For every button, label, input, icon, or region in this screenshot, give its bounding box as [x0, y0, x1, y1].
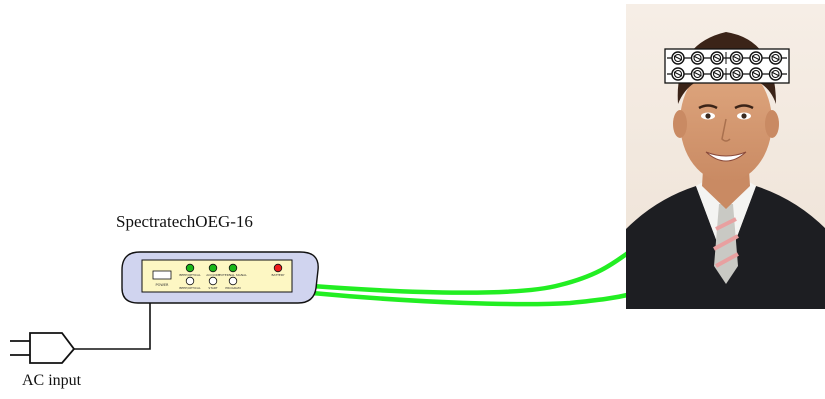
optode-probe [749, 51, 763, 65]
indicator-led [208, 263, 218, 273]
optode-probe [729, 51, 744, 65]
optode-probe [690, 51, 705, 65]
indicator-led [228, 263, 238, 273]
indicator-label: BATTERY [271, 273, 284, 277]
optode-probe [690, 67, 705, 81]
front-panel [141, 259, 293, 293]
optode-probe [671, 67, 685, 81]
panel-button [228, 276, 238, 286]
optode-probe [768, 67, 783, 81]
power-switch [152, 270, 172, 280]
probe-headband [664, 48, 790, 84]
power-switch-label: POWER [156, 283, 170, 287]
optode-probe [768, 51, 783, 65]
optical-cable-lower [311, 290, 633, 307]
panel-button-label: PROGRAM [225, 286, 241, 290]
power-cord [72, 302, 151, 350]
plug-icon [10, 332, 76, 364]
optical-cable-upper [311, 248, 634, 295]
optode-probe [710, 67, 724, 81]
device-title: SpectratechOEG-16 [116, 212, 253, 231]
panel-button-label: BEEP/OPTICAL [179, 286, 201, 290]
panel-button [185, 276, 195, 286]
optode-probe [749, 67, 763, 81]
panel-button [208, 276, 218, 286]
indicator-label: EXTERNAL SIGNAL [219, 273, 247, 277]
optode-probe [710, 51, 724, 65]
indicator-led [273, 263, 283, 273]
indicator-label: BEEP/OPTICAL [179, 273, 201, 277]
indicator-label: ACQUIRE [206, 273, 220, 277]
ac-input-label: AC input [22, 372, 82, 389]
indicator-led [185, 263, 195, 273]
optode-probe [671, 51, 685, 65]
panel-button-label: START [208, 286, 217, 290]
optode-probe [729, 67, 744, 81]
